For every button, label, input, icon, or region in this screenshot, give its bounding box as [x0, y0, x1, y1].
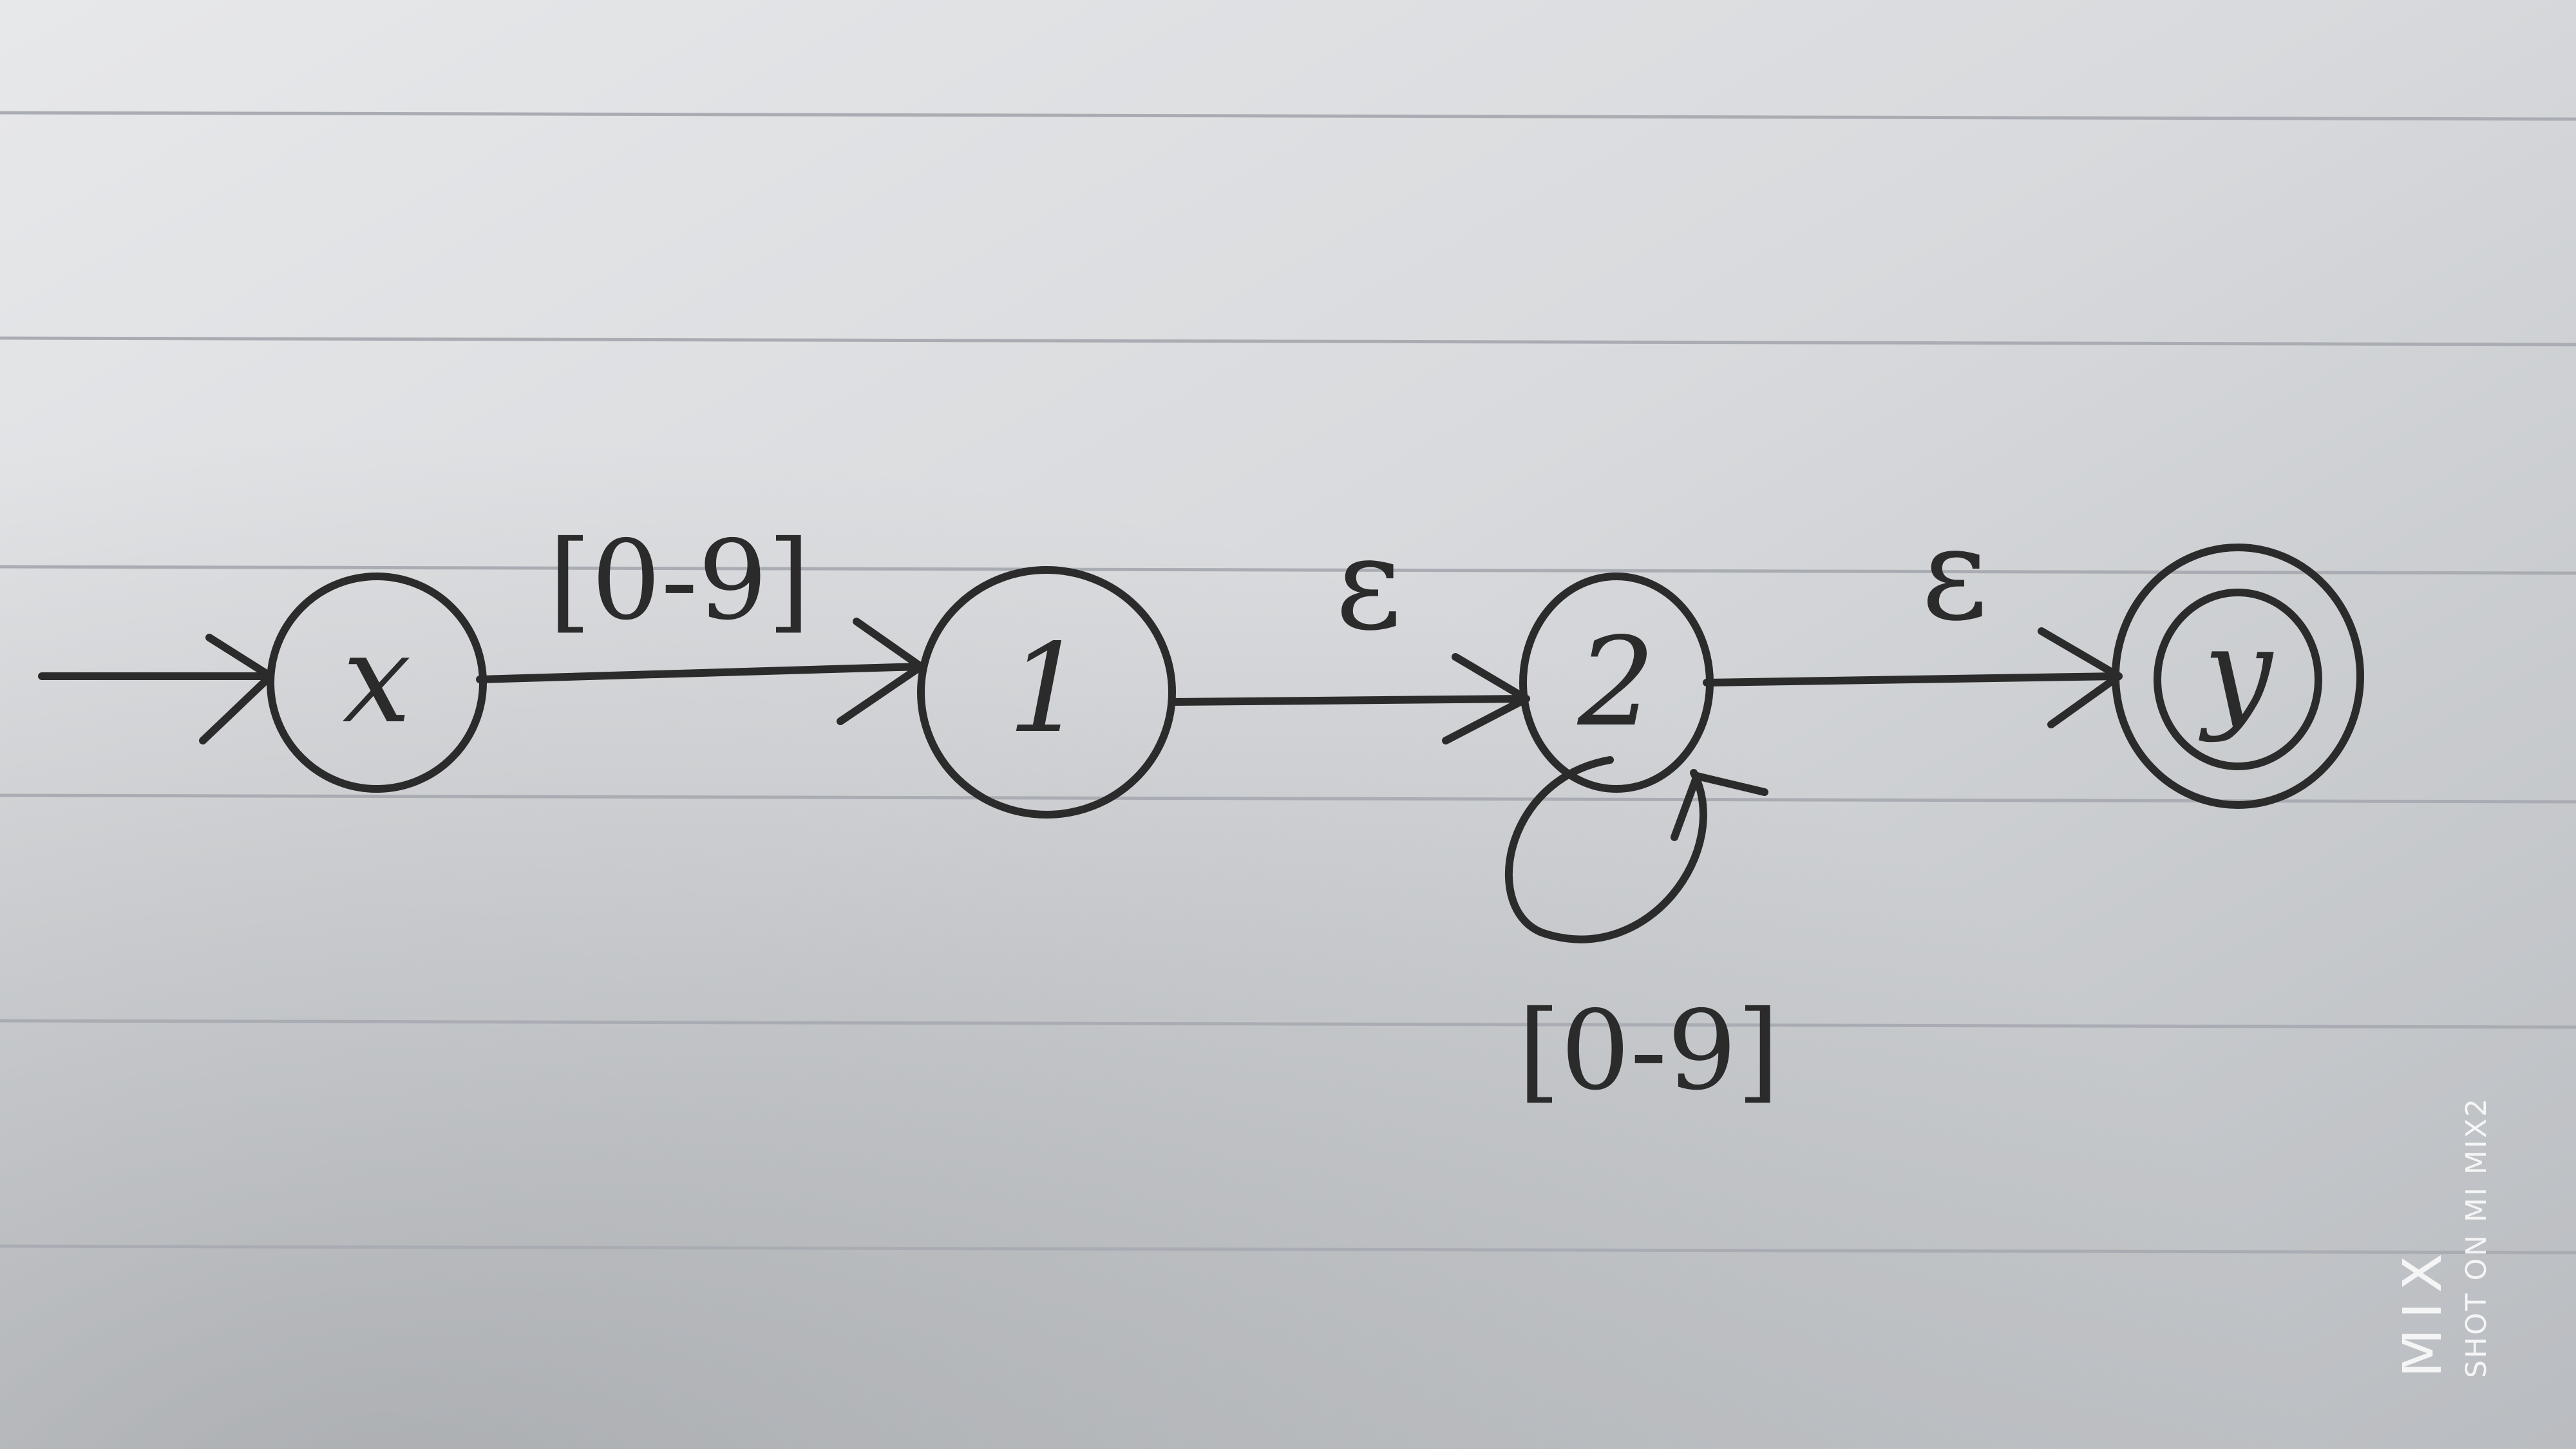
- edge-x-to-1-label: [0-9]: [549, 517, 810, 645]
- rule-line: [0, 565, 2576, 575]
- state-2: 2: [1519, 573, 1714, 793]
- ruled-lines: [0, 111, 2576, 1255]
- rule-line: [0, 1019, 2576, 1029]
- edge-1-to-2-label: ε: [1335, 509, 1402, 659]
- state-x-label: x: [342, 608, 411, 750]
- self-loop-2: [1504, 756, 1768, 943]
- state-2-label: 2: [1577, 611, 1656, 753]
- state-y-outer-circle: [2112, 544, 2364, 809]
- state-2-circle: [1519, 573, 1714, 793]
- state-y-label: y: [2198, 601, 2274, 744]
- rule-line: [0, 336, 2576, 346]
- state-y: y: [2112, 544, 2364, 809]
- watermark-caption: SHOT ON MI MIX2: [2460, 1097, 2493, 1378]
- state-1: 1: [917, 566, 1176, 819]
- rule-line: [0, 111, 2576, 121]
- state-x: x: [267, 573, 487, 793]
- camera-watermark: MIX SHOT ON MI MIX2: [2402, 1097, 2493, 1378]
- edge-2-to-y-label: ε: [1921, 499, 1988, 649]
- state-1-circle: [917, 566, 1176, 819]
- watermark-brand: MIX: [2402, 1244, 2455, 1378]
- state-x-circle: [267, 573, 487, 793]
- state-1-label: 1: [1008, 618, 1086, 760]
- rule-line: [0, 793, 2576, 804]
- self-loop-2-label: [0-9]: [1518, 987, 1779, 1115]
- state-y-inner-circle: [2154, 589, 2322, 770]
- rule-line: [0, 1244, 2576, 1255]
